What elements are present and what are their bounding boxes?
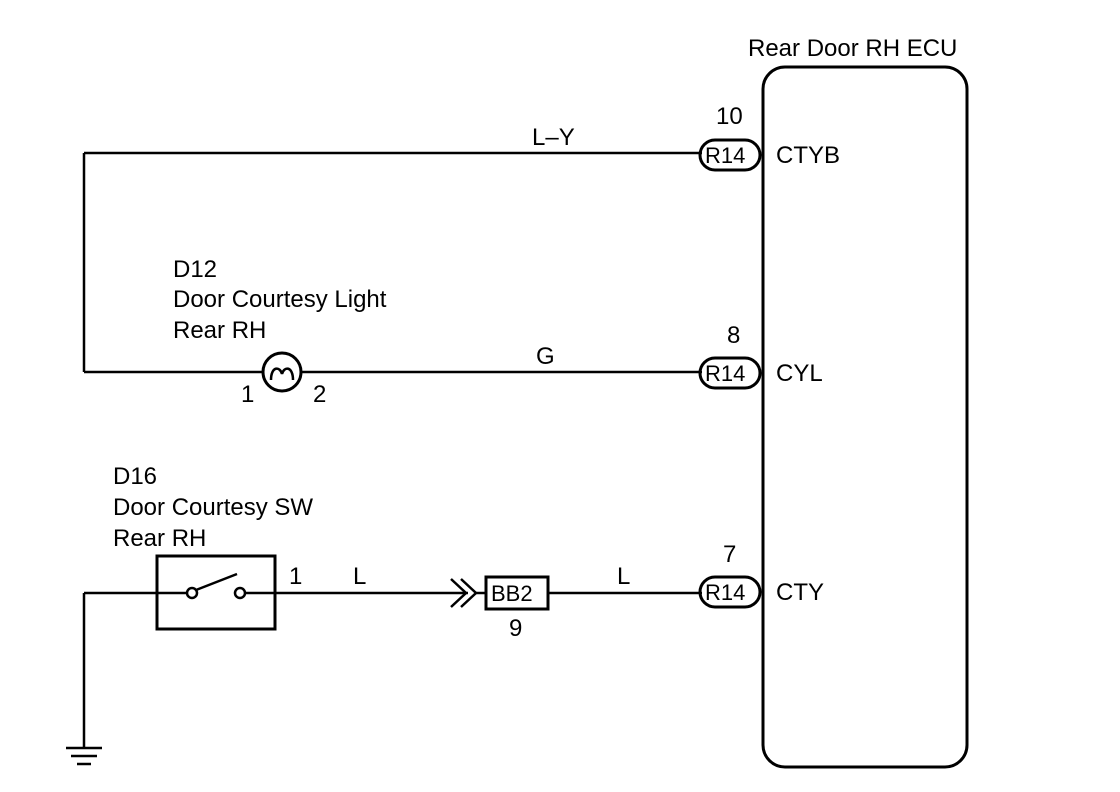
terminal-pin-8: 8 [727, 322, 740, 349]
connector-r14-10 [698, 138, 762, 172]
courtesy-light-position: Rear RH [173, 317, 266, 344]
terminal-pin-7: 7 [723, 541, 736, 568]
wire-label-l-left: L [353, 563, 366, 590]
ecu-box [761, 65, 969, 769]
ecu-terminal-cyl: 8 R14 CYL [698, 322, 823, 390]
courtesy-light-name: Door Courtesy Light [173, 286, 387, 313]
courtesy-switch-code: D16 [113, 463, 157, 490]
bulb-pin-1: 1 [241, 381, 254, 408]
male-connector-icon [450, 578, 486, 608]
signal-ctyb: CTYB [776, 142, 840, 169]
bulb-pin-2: 2 [313, 381, 326, 408]
junction-connector-label: BB2 [491, 581, 533, 606]
ecu-terminal-cty: 7 R14 CTY [698, 541, 824, 609]
connector-r14-8 [698, 356, 762, 390]
switch-icon [155, 554, 277, 631]
ecu-title: Rear Door RH ECU [748, 35, 957, 62]
courtesy-switch-labels: D16 Door Courtesy SW Rear RH [113, 463, 313, 552]
wire-ly [82, 151, 702, 372]
terminal-pin-10: 10 [716, 103, 743, 130]
junction-bb2: BB2 9 [484, 575, 550, 642]
connector-r14-label-7: R14 [705, 580, 745, 605]
wire-label-g: G [536, 343, 555, 370]
courtesy-light-labels: D12 Door Courtesy Light Rear RH [173, 256, 387, 344]
courtesy-light-code: D12 [173, 256, 217, 283]
bulb-icon [261, 351, 303, 393]
courtesy-switch-name: Door Courtesy SW [113, 494, 313, 521]
ecu-terminal-ctyb: 10 R14 CTYB [698, 103, 840, 172]
courtesy-switch-position: Rear RH [113, 525, 206, 552]
wire-label-l-right: L [617, 563, 630, 590]
connector-r14-7 [698, 575, 762, 609]
ground-icon [66, 746, 102, 766]
connector-r14-label-8: R14 [705, 361, 745, 386]
signal-cty: CTY [776, 579, 824, 606]
connector-r14-label-10: R14 [705, 143, 745, 168]
signal-cyl: CYL [776, 360, 823, 387]
switch-pin-1: 1 [289, 563, 302, 590]
junction-pin: 9 [509, 615, 522, 642]
wire-label-ly: L–Y [532, 124, 575, 151]
